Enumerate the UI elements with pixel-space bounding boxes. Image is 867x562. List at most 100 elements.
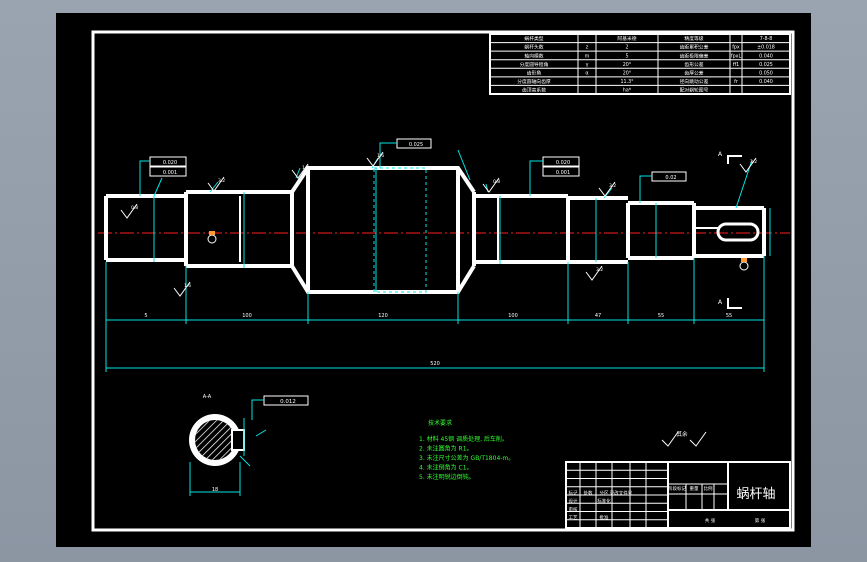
title-cell: 处数 — [584, 489, 593, 496]
tech-line: 5. 未注明锐边倒钝。 — [419, 473, 475, 481]
tolerance-value: 0.020 — [556, 160, 570, 166]
param-cell: ha* — [623, 88, 632, 94]
marker-text: AA — [718, 151, 723, 306]
title-cell: 工艺 — [569, 515, 578, 521]
roughness-value: 1.6 — [184, 283, 191, 289]
roughness-mark — [739, 157, 757, 173]
title-cell: 审核 — [569, 506, 578, 513]
roughness-mark — [120, 203, 138, 219]
roughness-mark — [366, 151, 384, 167]
param-cell: 7-8-8 — [760, 36, 773, 42]
roughness-value: 0.8 — [131, 205, 138, 211]
section-markers — [727, 155, 742, 309]
surface-note — [661, 431, 707, 447]
segment-dimension: 55 — [658, 313, 664, 319]
param-cell: 0.040 — [759, 79, 773, 85]
param-cell: 径向跳动公差 — [680, 78, 709, 85]
section-label: A-A — [203, 394, 212, 400]
param-cell: 齿距极限偏差 — [680, 52, 709, 59]
segment-dimension: 100 — [242, 313, 252, 319]
title-label: 比例 — [704, 485, 713, 492]
roughness-symbols: 0.8 3.2 1.6 1.6 0.8 3.2 1.6 3.2 3.2 — [120, 151, 757, 297]
roughness-value: 3.2 — [218, 178, 225, 184]
segment-dimension: 55 — [726, 313, 732, 319]
param-cell: fpxL — [731, 53, 742, 59]
total-length: 520 — [430, 361, 440, 367]
title-cell: 标准化 — [597, 498, 611, 505]
title-cell: 标记 — [569, 489, 578, 496]
tolerance-value: 0.025 — [409, 142, 423, 148]
drawing-sheet — [56, 13, 811, 547]
param-cell: ±0.018 — [757, 45, 775, 51]
param-cell: 齿距累积公差 — [680, 44, 709, 51]
param-cell: 齿厚公差 — [684, 69, 703, 76]
roughness-mark — [598, 181, 616, 197]
param-cell: 0.040 — [759, 53, 773, 59]
param-cell: 2 — [625, 45, 628, 51]
param-cell: 0.025 — [759, 62, 773, 68]
param-cell: 5 — [625, 53, 628, 59]
param-cell: 配对蜗轮图号 — [680, 87, 709, 94]
segment-dimension: 47 — [595, 313, 601, 319]
roughness-value: 3.2 — [750, 159, 757, 165]
param-cell: 齿形公差 — [684, 61, 703, 68]
roughness-mark — [291, 163, 309, 179]
title-block: 蜗杆轴标记处数分区更改文件号设计标准化审核工艺批准阶段标记重量比例共 张第 张 — [565, 461, 791, 529]
dimension-text: 5 100 120 100 47 55 55 520 — [144, 313, 732, 367]
section-width: 18 — [212, 487, 218, 493]
param-cell: 20° — [623, 70, 632, 76]
roughness-mark — [585, 265, 603, 281]
roughness-mark — [482, 177, 500, 193]
tolerance-value: 0.02 — [665, 175, 676, 181]
tech-line: 3. 未注尺寸公差为 GB/T1804-m。 — [419, 454, 514, 462]
param-cell: 分度圆导程角 — [520, 61, 549, 68]
title-cell: 分区 — [600, 489, 609, 496]
tolerance-value: 0.001 — [163, 170, 177, 176]
param-cell: 阿基米德 — [617, 35, 636, 42]
tolerance-value: 0.012 — [280, 399, 296, 405]
param-cell: 蜗杆类型 — [524, 35, 543, 42]
tech-line: 4. 未注倒角为 C1。 — [419, 464, 473, 472]
param-cell: 齿顶高系数 — [522, 87, 546, 94]
title-cell: 批准 — [600, 514, 609, 521]
param-cell: 轴向模数 — [524, 52, 543, 59]
border-frame — [91, 30, 795, 532]
param-cell: fpx — [732, 45, 740, 51]
roughness-value: 1.6 — [377, 153, 384, 159]
title-cell: 更改文件号 — [610, 489, 633, 496]
segment-dimension: 120 — [378, 313, 388, 319]
param-cell: α — [585, 71, 588, 76]
roughness-value: 1.6 — [302, 165, 309, 171]
roughness-value: 0.8 — [493, 179, 500, 185]
surface-note-text: 其余 — [676, 430, 688, 438]
segment-dimension: 100 — [508, 313, 518, 319]
param-cell: 蜗杆头数 — [524, 44, 543, 51]
param-cell: 11.3° — [620, 79, 633, 85]
datum-symbols — [207, 231, 749, 271]
section-view — [189, 414, 267, 496]
tech-line: 2. 未注圆角为 R1。 — [419, 445, 473, 453]
roughness-value: 3.2 — [596, 267, 603, 273]
title-label: 阶段标记 — [668, 485, 686, 492]
roughness-value: 3.2 — [609, 183, 616, 189]
roughness-mark — [173, 281, 191, 297]
tech-line: 1. 材料 45钢 调质处理, 后车削。 — [419, 435, 508, 443]
view-marker: A — [718, 299, 723, 306]
param-cell: ff1 — [733, 62, 739, 68]
diameter-lines — [153, 167, 771, 293]
param-cell: 齿形角 — [527, 69, 542, 76]
title-label: 第 张 — [755, 517, 766, 524]
segment-dimension: 5 — [144, 313, 147, 319]
param-cell: 0.050 — [759, 70, 773, 76]
title-cell: 设计 — [569, 498, 578, 505]
param-cell: 精度等级 — [684, 35, 703, 42]
title-label: 重量 — [690, 485, 699, 492]
view-marker: A — [718, 151, 723, 158]
tolerance-value: 0.001 — [556, 170, 570, 176]
param-cell: m — [585, 54, 590, 59]
